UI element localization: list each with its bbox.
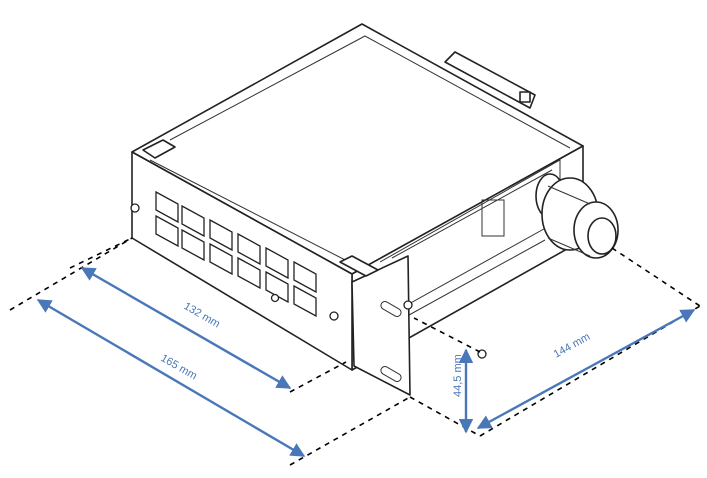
dimension-label-width-outer: 165 mm [159,352,199,382]
lid-tab [142,139,176,159]
patch-panel-port-icon [237,232,261,266]
dimension-144: 144 mm [476,308,696,430]
dimension-label-width-inner: 132 mm [182,300,222,330]
din-rail-clip [444,51,536,109]
cable-gland-icon [535,173,619,259]
patch-panel-port-icon [209,218,233,252]
dimension-44-5: 44,5 mm [452,348,474,434]
patch-panel-port-icon [181,204,205,238]
dimension-label-depth: 144 mm [552,331,593,361]
patch-panel-port-icon [181,228,205,262]
mounting-bracket [339,255,487,396]
patch-panel-port-icon [155,190,179,224]
patch-panel-port-icon [155,214,179,248]
screw-icon [329,311,339,321]
screw-icon [270,293,280,303]
dimension-165: 165 mm [36,298,306,458]
dimension-label-height: 44,5 mm [452,354,464,397]
screw-icon [130,203,140,213]
patch-panel-port-icon [293,260,317,294]
